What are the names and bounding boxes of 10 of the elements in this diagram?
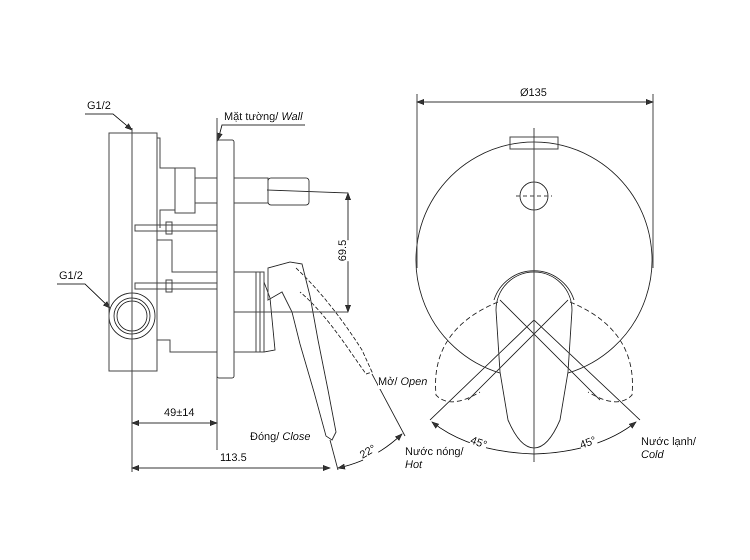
annotation-label: Mở/ Open — [378, 376, 428, 389]
angle-label: 22° — [358, 442, 379, 462]
callout-label: Mặt tường/ Wall — [224, 111, 303, 124]
leader-line — [84, 114, 133, 131]
callout-label: G1/2 — [59, 270, 83, 283]
annotation-label: Đóng/ Close — [250, 431, 311, 444]
leader-line — [56, 284, 111, 309]
callout-label: G1/2 — [87, 100, 111, 113]
leader-line — [216, 124, 306, 141]
dimension-label: 69.5 — [337, 240, 350, 262]
